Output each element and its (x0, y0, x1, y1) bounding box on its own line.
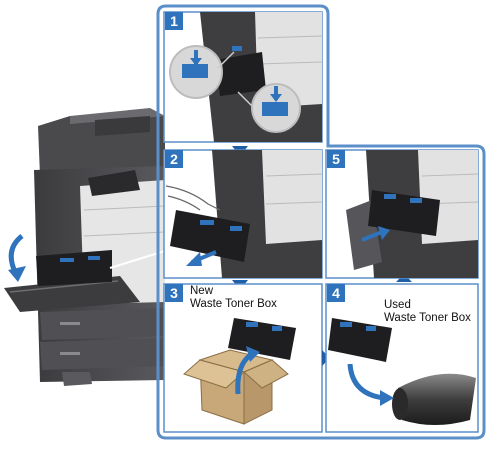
panel-step-3 (163, 283, 323, 433)
panel-step-5 (325, 149, 479, 279)
new-toner-caption-line1: New (190, 285, 214, 297)
used-toner-caption-line1: Used (384, 299, 411, 311)
panel-step-2 (163, 149, 323, 279)
step-number-3: 3 (165, 284, 183, 302)
step-number-5: 5 (327, 150, 345, 168)
step-number-1: 1 (165, 12, 183, 30)
outer-frame (156, 4, 486, 440)
step-number-4: 4 (327, 284, 345, 302)
printer-main (4, 108, 169, 386)
used-toner-caption: Used Waste Toner Box (384, 299, 471, 325)
step-number-2: 2 (165, 150, 183, 168)
panel-step-4 (325, 283, 479, 433)
panel-step-1 (163, 11, 323, 143)
plastic-bag (398, 373, 476, 425)
new-toner-caption-line2: Waste Toner Box (190, 298, 277, 310)
new-toner-caption: New Waste Toner Box (190, 285, 277, 311)
toner-blue-tab (60, 258, 74, 262)
used-toner-caption-line2: Waste Toner Box (384, 312, 471, 324)
arrow-down-icon (8, 266, 26, 282)
